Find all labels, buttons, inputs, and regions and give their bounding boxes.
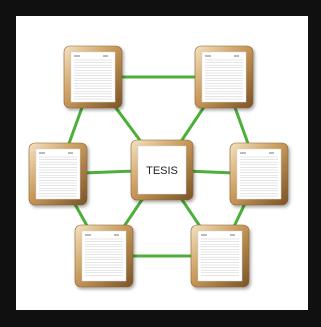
node-right <box>229 142 289 206</box>
center-label: TESIS <box>146 165 178 177</box>
document-page <box>201 51 247 103</box>
node-left <box>28 142 88 206</box>
tesis-network-diagram: TESIS <box>28 45 289 288</box>
node-bottom-left <box>74 224 134 288</box>
node-bottom-right <box>190 224 250 288</box>
document-page <box>81 230 127 282</box>
document-page <box>137 145 187 195</box>
diagram-canvas: TESIS <box>16 16 308 310</box>
node-center: TESIS <box>130 139 194 201</box>
node-top-left <box>63 45 123 109</box>
document-page <box>35 148 81 200</box>
document-page <box>197 230 243 282</box>
document-nodes: TESIS <box>28 45 289 288</box>
document-page <box>236 148 282 200</box>
node-top-right <box>194 45 254 109</box>
document-page <box>70 51 116 103</box>
